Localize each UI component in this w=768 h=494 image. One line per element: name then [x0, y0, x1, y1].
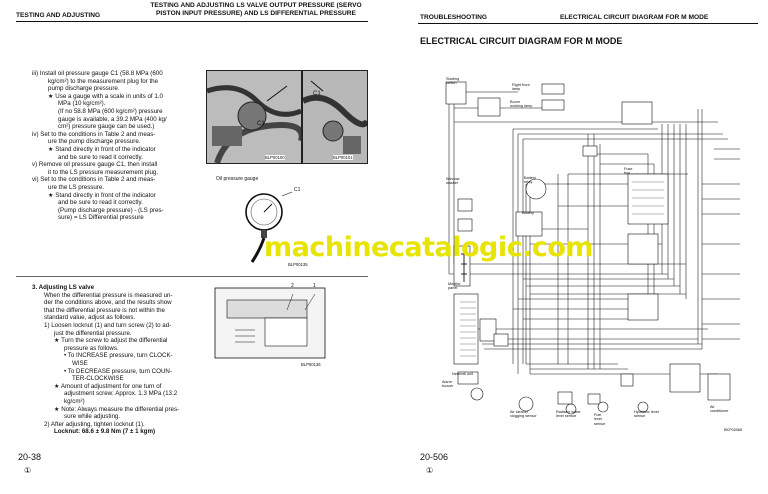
step-line: (Pump discharge pressure) - (LS pres-	[58, 206, 164, 214]
step-line: MPa (10 kg/cm²).	[58, 100, 106, 108]
adjust-section-text: 3. Adjusting LS valve When the different…	[32, 284, 204, 436]
step-line: ★ Stand directly in front of the indicat…	[48, 191, 156, 199]
step-line: gauge is available, a 39.2 MPa (400 kg/	[58, 115, 167, 123]
section-line: ★ Turn the screw to adjust the different…	[54, 337, 168, 345]
section-line: der the conditions above, and the result…	[44, 299, 172, 307]
page-number: 20-38	[18, 452, 42, 462]
header-section-title: TESTING AND ADJUSTING LS VALVE OUTPUT PR…	[140, 2, 372, 18]
step-line: cm²) pressure gauge can be used.)	[58, 123, 155, 131]
step-line: iii) Install oil pressure gauge C1 (58.8…	[32, 70, 163, 77]
valve-caption: BLP00136	[301, 362, 321, 367]
section-divider	[16, 276, 368, 277]
page-revision-mark: ①	[426, 466, 434, 475]
section-line: ★ Note: Always measure the differential …	[54, 405, 180, 413]
step-line: and be sure to read it correctly.	[58, 199, 143, 207]
section-line: WISE	[72, 359, 88, 367]
torque-spec: Locknut: 68.6 ± 9.8 Nm (7 ± 1 kgm)	[54, 428, 156, 436]
label-air-conditioner: Air conditioner	[710, 405, 729, 414]
header-title-line1: TESTING AND ADJUSTING LS VALVE OUTPUT PR…	[150, 2, 362, 9]
header-chapter: TROUBLESHOOTING	[420, 14, 488, 21]
section-line: standard value, adjust as follows.	[44, 314, 136, 322]
section-line: sure while adjusting.	[64, 413, 121, 421]
step-line: v) Remove oil pressure gauge C1, then in…	[32, 161, 158, 169]
gauge-drawing	[245, 191, 293, 263]
page-title: ELECTRICAL CIRCUIT DIAGRAM FOR M MODE	[420, 36, 623, 46]
photo-gauge-location: C1 BLP00101	[302, 70, 368, 164]
photo-gauge-install: C1 BLP00100	[206, 70, 302, 164]
diagram-code: BKP00068	[724, 428, 743, 432]
label-fuel-level-sensor: Fuel level sensor	[594, 413, 606, 426]
step-line: iv) Set to the conditions in Table 2 and…	[32, 130, 156, 138]
header-title-line2: PISTON INPUT PRESSURE) AND LS DIFFERENTI…	[156, 10, 356, 17]
label-right-front-lamp: Right front lamp	[512, 83, 530, 92]
gauge-illustration: Oil pressure gauge C1 BLP00135	[212, 176, 312, 268]
watermark: machinecatalogic.com	[264, 232, 594, 263]
step-line: ure the pump discharge pressure.	[48, 138, 141, 146]
step-line: ★ Use a gauge with a scale in units of 1…	[48, 92, 163, 100]
label-starting-switch: Starting switch	[446, 77, 460, 86]
gauge-title: Oil pressure gauge	[216, 176, 259, 182]
label-air-cleaner-sensor: Air cleaner clogging sensor	[510, 410, 537, 419]
section-line: ★ Amount of adjustment for one turn of	[54, 382, 162, 390]
page-number: 20-506	[420, 452, 449, 462]
section-line: • To INCREASE pressure, turn CLOCK-	[64, 352, 173, 360]
header-rule	[16, 21, 368, 22]
section-line: TER-CLOCKWISE	[72, 375, 124, 383]
header-rule	[418, 23, 758, 24]
section-line: • To DECREASE pressure, turn COUN-	[64, 367, 172, 375]
photo2-label: C1	[313, 91, 321, 97]
step-line: it to the LS pressure measurement plug.	[48, 168, 159, 176]
step-line: and be sure to read it correctly.	[58, 153, 143, 161]
section-line: 1) Loosen locknut (1) and turn screw (2)…	[44, 321, 172, 329]
label-radiator-sensor: Radiator water level sensor	[556, 410, 581, 419]
section-line: 2) After adjusting, tighten locknut (1).	[44, 420, 145, 428]
valve-drawing-svg	[214, 287, 326, 359]
valve-label-2: 2	[291, 283, 294, 289]
section-line: just the differential pressure.	[54, 329, 132, 337]
section-line: When the differential pressure is measur…	[44, 291, 173, 299]
section-title: 3. Adjusting LS valve	[32, 284, 95, 291]
right-page: TROUBLESHOOTING ELECTRICAL CIRCUIT DIAGR…	[384, 0, 768, 494]
section-line: adjustment screw: Approx. 1.3 MPa (13.2	[64, 390, 178, 398]
circuit-diagram	[445, 81, 740, 415]
photo-gauge-location-drawing	[303, 71, 367, 163]
photo1-caption: BLP00100	[265, 155, 285, 160]
step-line: (If no 58.8 MPa (600 kg/cm²) pressure	[58, 107, 163, 115]
label-hydraulic-sensor: Hydraulic level sensor	[634, 410, 659, 419]
valve-label-1: 1	[313, 283, 316, 289]
step-line: ★ Stand directly in front of the indicat…	[48, 145, 156, 153]
section-line: kg/cm²)	[64, 397, 85, 405]
label-fuse-box: Fuse box	[624, 167, 633, 176]
section-line: that the differential pressure is not wi…	[44, 306, 165, 314]
step-line: vi) Set to the conditions in Table 2 and…	[32, 176, 156, 184]
gauge-label: C1	[294, 187, 301, 193]
steps-text: iii) Install oil pressure gauge C1 (58.8…	[32, 70, 202, 222]
step-line: pump discharge pressure.	[48, 85, 120, 93]
page-revision-mark: ①	[24, 466, 32, 475]
left-page: TESTING AND ADJUSTING LS VALVE OUTPUT PR…	[16, 2, 372, 475]
photo1-label: C1	[257, 121, 265, 127]
step-line: kg/cm²) to the measurement plug for the	[48, 77, 159, 85]
label-boom-working-lamp: Boom working lamp	[510, 100, 533, 109]
step-line: sure) = LS Differential pressure	[58, 214, 144, 222]
gauge-caption: BLP00135	[288, 262, 308, 267]
label-alarm-buzzer: Alarm buzzer	[442, 380, 454, 389]
label-battery-relay: Battery relay	[524, 176, 537, 185]
valve-drawing: 2 1 BLP00136	[205, 280, 335, 370]
label-window-washer: Window washer	[446, 177, 460, 186]
photo2-caption: BLP00101	[333, 155, 353, 160]
label-battery: Battery	[522, 211, 535, 215]
header-chapter: TESTING AND ADJUSTING	[16, 12, 101, 19]
label-network-unit: Network unit	[452, 372, 474, 376]
label-monitor-panel: Monitor panel	[448, 282, 461, 291]
photo-gauge-install-drawing	[207, 71, 301, 163]
header-section-title: ELECTRICAL CIRCUIT DIAGRAM FOR M MODE	[560, 14, 709, 21]
step-line: ure the LS pressure.	[48, 183, 105, 191]
section-line: pressure as follows.	[64, 344, 119, 352]
